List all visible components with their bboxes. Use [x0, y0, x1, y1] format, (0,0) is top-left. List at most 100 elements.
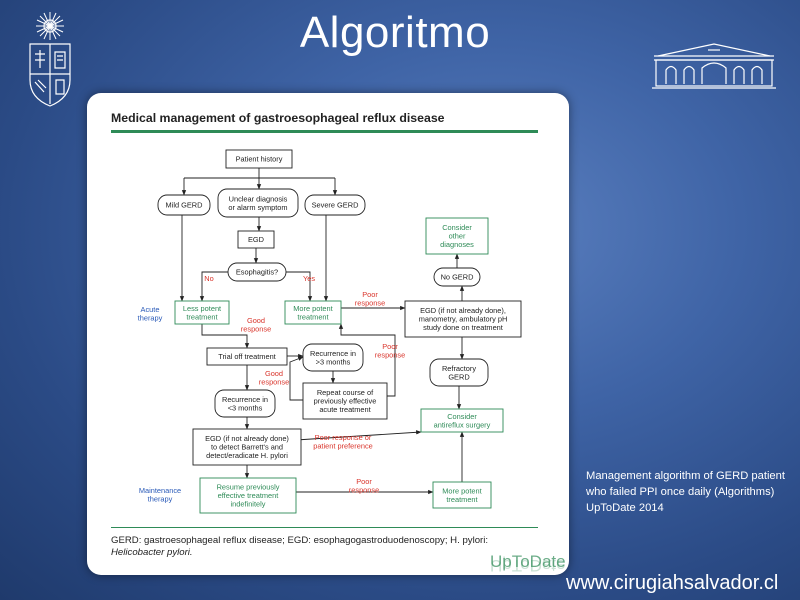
node-text: detect/eradicate H. pylori [206, 451, 288, 460]
node-text: GERD [448, 372, 469, 381]
edge-esoph-yes [286, 271, 313, 302]
node-patient-history: Patient history [225, 149, 293, 169]
edge-label-poor-response-3: response [349, 486, 379, 495]
node-box [227, 262, 287, 282]
edge-label-poor-response-1: Poor [362, 290, 378, 299]
node-text: previously effective [314, 397, 377, 406]
node-egd-manometry: EGD (if not already done),manometry, amb… [404, 300, 522, 338]
node-box [429, 358, 489, 387]
node-text: More potent [293, 304, 332, 313]
edge-label-poor-or-pref: patient preference [313, 442, 373, 451]
node-text: More potent [442, 486, 481, 495]
node-text: treatment [446, 495, 477, 504]
node-egd: EGD [237, 230, 275, 249]
edge-label-good-response-1: response [241, 325, 271, 334]
node-text: Consider [447, 412, 477, 421]
node-box [433, 267, 481, 287]
side-label-maintenance: Maintenance [139, 486, 181, 495]
node-text: Repeat course of [317, 388, 374, 397]
flowchart-edges [179, 168, 465, 495]
node-text: effective treatment [218, 491, 279, 500]
node-text: EGD (if not already done), [420, 306, 506, 315]
side-label-maintenance: therapy [148, 495, 173, 504]
node-text: Patient history [236, 155, 283, 164]
node-esophagitis: Esophagitis? [227, 262, 287, 282]
node-text: Less potent [183, 304, 221, 313]
node-text: Resume previously [217, 483, 280, 492]
node-text: to detect Barrett's and [211, 443, 283, 452]
edge-label-good-response-2: response [259, 378, 289, 387]
node-box [404, 300, 522, 338]
node-text: diagnoses [440, 240, 474, 249]
node-text: >3 months [316, 357, 351, 366]
node-text: Severe GERD [312, 201, 359, 210]
slide-caption: Management algorithm of GERD patient who… [586, 470, 785, 514]
side-label-acute: Acute [141, 305, 160, 314]
node-text: Recurrence in [310, 349, 356, 358]
university-crest-logo [29, 12, 71, 107]
node-text: <3 months [228, 403, 263, 412]
website-url[interactable]: www.cirugiahsalvador.cl [566, 572, 779, 594]
node-text: Mild GERD [166, 201, 203, 210]
node-mild-gerd: Mild GERD [157, 194, 211, 216]
node-box [284, 300, 342, 325]
figure-title: Medical management of gastroesophageal r… [111, 111, 445, 125]
node-text: study done on treatment [423, 323, 503, 332]
edge-label-poor-response-1: response [355, 299, 385, 308]
node-box [304, 194, 366, 216]
node-text: treatment [186, 312, 217, 321]
node-box [217, 188, 299, 218]
uptodate-brand: UpToDate [490, 552, 566, 571]
node-box [420, 408, 504, 433]
node-text: antireflux surgery [434, 420, 491, 429]
node-text: Trial off treatment [218, 352, 276, 361]
footnote-line-2: Helicobacter pylori. [111, 547, 193, 558]
node-text: Consider [442, 223, 472, 232]
edge-to-surgery-pref [295, 430, 422, 441]
figure-footnote: GERD: gastroesophageal reflux disease; E… [111, 535, 551, 559]
node-text: Recurrence in [222, 395, 268, 404]
node-text: or alarm symptom [228, 203, 287, 212]
footnote-line-1: GERD: gastroesophageal reflux disease; E… [111, 535, 489, 546]
node-box [225, 149, 293, 169]
edge-repeat-more [338, 323, 396, 397]
edge-label-good-response-1: Good [247, 316, 265, 325]
uptodate-brand-reflection: UpToDate [490, 556, 566, 575]
node-box [157, 194, 211, 216]
node-text: manometry, ambulatory pH [419, 315, 508, 324]
edge-label-no: No [204, 274, 213, 283]
node-text: Unclear diagnosis [229, 194, 288, 203]
node-text: treatment [297, 312, 328, 321]
node-box [432, 481, 492, 509]
node-text: indefinitely [231, 500, 266, 509]
edge-label-poor-response-2: response [375, 351, 405, 360]
edge-repeat-loop [289, 356, 304, 401]
node-box [237, 230, 275, 249]
edge-label-poor-or-pref: Poor response or [315, 433, 372, 442]
edge-label-good-response-2: Good [265, 369, 283, 378]
figure-footnote-rule [111, 527, 538, 528]
node-text: other [449, 232, 466, 241]
node-box [302, 382, 388, 420]
side-label-acute: therapy [138, 314, 163, 323]
node-text: Esophagitis? [236, 268, 278, 277]
edge-label-poor-response-3: Poor [356, 477, 372, 486]
node-box [192, 428, 302, 466]
edge-less-trial [201, 324, 250, 349]
node-box [425, 217, 489, 255]
slide-title: Algoritmo [299, 8, 491, 57]
edge-esoph-no [199, 271, 230, 302]
node-text: EGD [248, 235, 264, 244]
node-text: Refractory [442, 364, 476, 373]
